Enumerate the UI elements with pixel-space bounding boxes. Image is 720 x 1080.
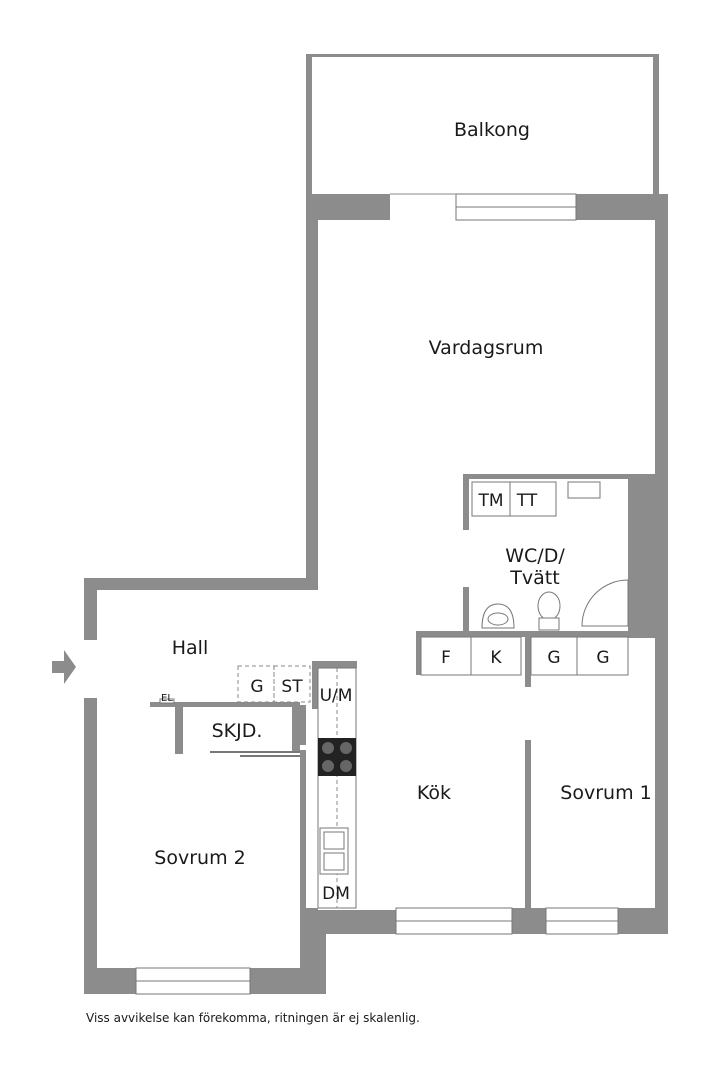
fixture-g1: G: [547, 648, 560, 668]
fixture-um: U/M: [320, 686, 353, 706]
fixture-k: K: [490, 648, 502, 668]
toilet-icon: [537, 591, 561, 621]
outer-walls: [84, 194, 668, 994]
fixture-dm: DM: [322, 884, 350, 904]
closet-sliding-door: [210, 751, 300, 757]
fixture-tt: TT: [516, 491, 538, 511]
balcony: [306, 54, 659, 194]
disclaimer-text: Viss avvikelse kan förekomma, ritningen …: [86, 1011, 420, 1025]
room-hall: Hall: [172, 637, 209, 659]
wardrobe-row: [420, 636, 629, 676]
room-skjd: SKJD.: [212, 720, 263, 742]
interior-walls: [150, 474, 655, 970]
entrance-arrow-icon: [52, 650, 76, 684]
kitchen-counter: [317, 667, 357, 909]
fixture-f: F: [441, 648, 451, 668]
wc-fixtures: [471, 481, 629, 631]
room-balkong: Balkong: [454, 119, 530, 141]
stove-icon: [318, 738, 356, 776]
fixture-g-hall: G: [250, 677, 263, 697]
room-wc-line1: WC/D/: [505, 545, 565, 567]
room-wc-line2: Tvätt: [509, 567, 559, 589]
fixture-g2: G: [596, 648, 609, 668]
fixture-st: ST: [281, 677, 303, 697]
room-kok: Kök: [417, 782, 451, 804]
fixture-el: EL: [161, 693, 173, 704]
room-vardagsrum: Vardagsrum: [429, 337, 544, 359]
room-sovrum2: Sovrum 2: [154, 847, 245, 869]
hall-fixtures: [159, 665, 311, 704]
fixture-tm: TM: [477, 491, 503, 511]
shower-icon: [581, 579, 629, 627]
room-sovrum1: Sovrum 1: [560, 782, 651, 804]
windows: [135, 193, 619, 995]
